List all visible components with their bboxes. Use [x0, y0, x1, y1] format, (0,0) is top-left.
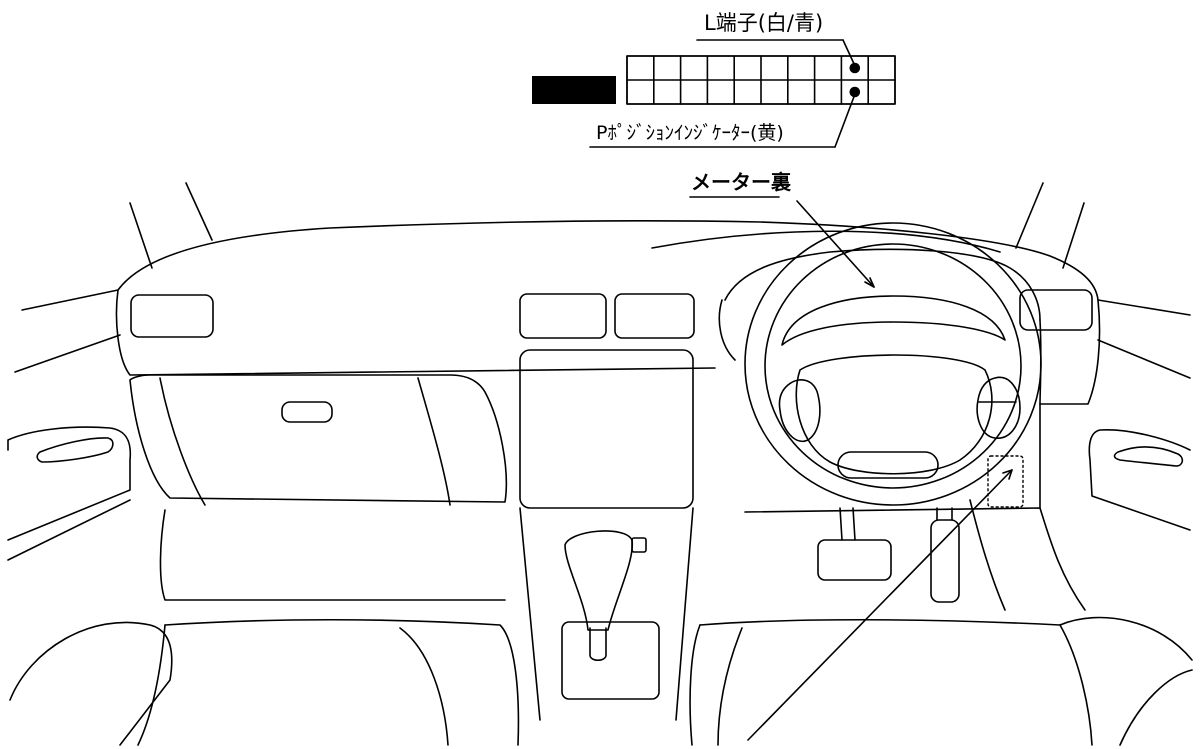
left-door-trim: [7, 499, 131, 561]
steering-wheel-left-spoke-hole: [778, 379, 821, 443]
steering-wheel-hub: [795, 354, 993, 475]
right-door-panel: [1088, 429, 1191, 531]
accelerator-pedal: [930, 519, 960, 603]
left-seat-inner: [399, 627, 449, 746]
left-door-handle: [36, 437, 114, 463]
connector-badge-bg: [532, 76, 616, 104]
dashboard-crease: [651, 230, 1001, 253]
left-seat-back: [9, 621, 173, 746]
center-tunnel-right: [675, 507, 694, 721]
right-seat-edge: [1119, 669, 1193, 746]
center-tunnel-left: [519, 507, 541, 721]
right-a-pillar: [1015, 182, 1085, 269]
connector-20p: 20 P: [532, 55, 896, 105]
connector-location-leader: [747, 469, 1013, 741]
shifter-stem: [589, 627, 607, 662]
left-seat-side: [137, 624, 166, 746]
center-console-panel: [519, 349, 694, 509]
connector-location-arrowhead: [1002, 469, 1013, 480]
right-door-line-upper: [1097, 299, 1191, 316]
left-floor-outline: [159, 509, 506, 601]
connector-badge-label: 20 P: [549, 78, 598, 102]
dashboard-face-right: [1039, 299, 1101, 405]
right-side-vent: [1019, 289, 1093, 331]
left-door-panel: [7, 426, 132, 541]
bottom-pin-label: Pﾎﾟｼﾞｼｮﾝｲﾝｼﾞｹｰﾀｰ(黄): [596, 122, 784, 144]
dashboard-top: [117, 220, 1099, 301]
left-seat-cushion: [164, 618, 520, 746]
shifter-gate: [561, 621, 660, 700]
glovebox-outer: [129, 374, 508, 503]
connector-pin-dividers: [652, 55, 870, 105]
steering-wheel-outer: [744, 222, 1042, 506]
right-seat-cushion: [699, 618, 1061, 626]
top-pin-label: L端子(白/青): [704, 11, 823, 35]
glovebox-handle: [281, 401, 333, 423]
brake-pedal: [817, 539, 892, 581]
top-pin-leader: [842, 39, 856, 67]
right-footwell-wall: [969, 403, 1041, 611]
meter-back-label: メーター裏: [691, 170, 792, 194]
left-side-vent: [130, 294, 214, 338]
center-vent-left: [519, 293, 607, 339]
right-seat-left-side: [689, 624, 701, 746]
shifter-button: [631, 537, 647, 553]
instrument-hood: [724, 248, 1041, 321]
center-vent-right: [614, 293, 695, 339]
steering-wheel-horn-pad: [837, 451, 939, 479]
bottom-pin-leader: [834, 93, 856, 148]
dashboard-face-left: [115, 289, 716, 376]
glovebox-inner-right: [417, 377, 451, 506]
right-door-line-lower: [1097, 339, 1191, 379]
steering-wheel-right-spoke-hole: [976, 376, 1021, 439]
right-seat-back: [1059, 616, 1193, 661]
right-door-handle: [1113, 446, 1184, 467]
left-door-line-upper: [21, 289, 119, 311]
meter-back-arrowhead: [864, 277, 875, 288]
right-floor-outline: [744, 507, 1086, 611]
meter-back-leader: [796, 200, 875, 288]
connector-location-box: [987, 455, 1024, 508]
brake-pedal-arm: [839, 507, 856, 541]
right-seat-inner: [717, 627, 743, 746]
connector-pin-top-marker: [849, 62, 861, 74]
left-a-pillar: [129, 182, 213, 269]
steering-wheel-upper-opening: [781, 295, 1006, 346]
glovebox-inner-left: [159, 377, 206, 506]
right-seat-right-side: [1059, 624, 1093, 746]
steering-wheel-inner: [764, 243, 1022, 489]
left-door-line-lower: [14, 334, 121, 373]
car-interior-drawing: [7, 182, 1193, 746]
shifter-knob: [564, 530, 634, 631]
